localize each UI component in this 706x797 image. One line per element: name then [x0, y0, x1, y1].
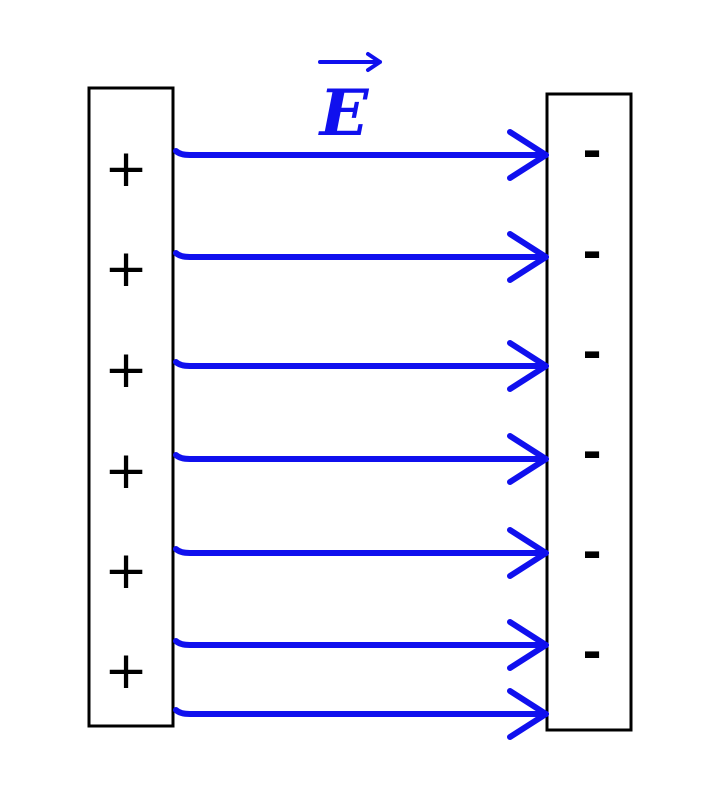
negative-charge-6: - [582, 625, 601, 679]
positive-charge-3: + [104, 340, 148, 400]
field-line-6 [173, 619, 549, 671]
positive-charge-6: + [104, 641, 148, 701]
field-line-2 [173, 231, 549, 283]
vector-arrow-icon [318, 52, 382, 72]
positive-charge-4: + [104, 441, 148, 501]
field-label: E [318, 76, 370, 151]
field-line-shaft [173, 707, 549, 717]
arrowhead-icon [507, 619, 549, 671]
field-line-4 [173, 433, 549, 485]
field-line-shaft [173, 148, 549, 158]
positive-charge-2: + [104, 239, 148, 299]
negative-charge-2: - [582, 225, 601, 279]
negative-plate [545, 92, 633, 732]
field-line-shaft [173, 638, 549, 648]
positive-charges: + + + + + + [104, 139, 148, 701]
field-line-3 [173, 340, 549, 392]
field-line-shaft [173, 359, 549, 369]
arrowhead-icon [507, 231, 549, 283]
negative-charges: - - - - - - [582, 124, 601, 679]
negative-charge-1: - [582, 124, 601, 178]
arrowhead-icon [507, 340, 549, 392]
arrowhead-icon [507, 688, 549, 740]
negative-charge-5: - [582, 525, 601, 579]
negative-charge-3: - [582, 325, 601, 379]
field-line-shaft [173, 546, 549, 556]
field-line-shaft [173, 452, 549, 462]
field-line-1 [173, 129, 549, 181]
arrowhead-icon [507, 129, 549, 181]
arrowhead-icon [507, 433, 549, 485]
negative-charge-4: - [582, 425, 601, 479]
arrowhead-icon [507, 527, 549, 579]
electric-field-lines [173, 129, 549, 740]
field-line-5 [173, 527, 549, 579]
positive-plate [87, 86, 175, 728]
field-line-shaft [173, 250, 549, 260]
positive-charge-5: + [104, 541, 148, 601]
positive-charge-1: + [104, 139, 148, 199]
field-label-group: E [318, 52, 382, 151]
field-line-7 [173, 688, 549, 740]
